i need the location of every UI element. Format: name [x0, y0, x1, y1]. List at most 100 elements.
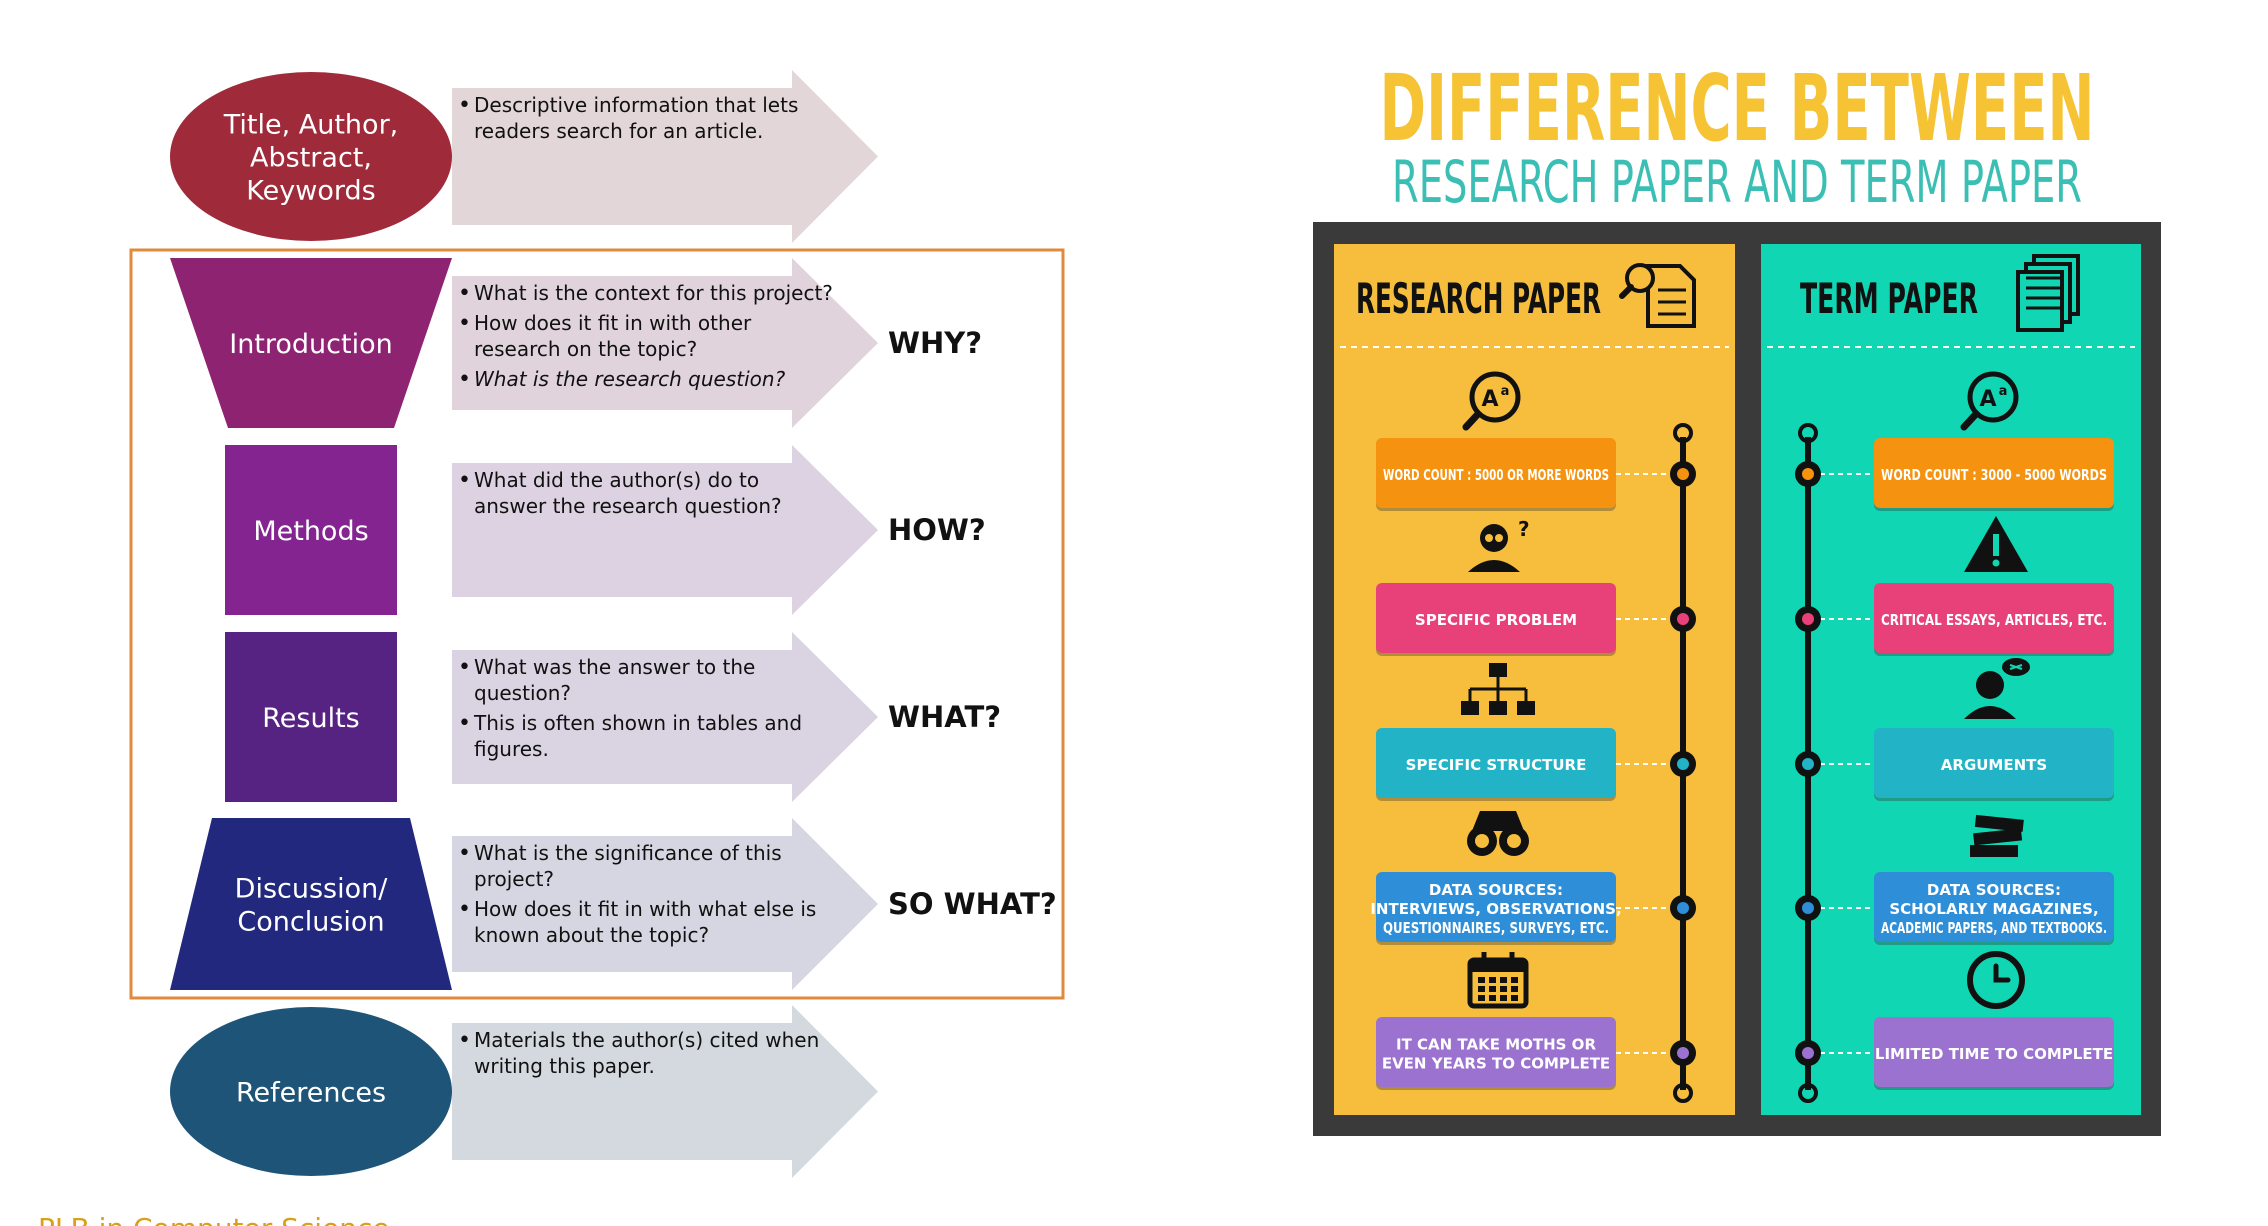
comparison-item: SPECIFIC STRUCTURE — [1376, 663, 1696, 801]
section-shape-label: Results — [262, 703, 360, 734]
item-label: CRITICAL ESSAYS, ARTICLES, ETC. — [1881, 611, 2107, 629]
item-label: IT CAN TAKE MOTHS OR — [1396, 1036, 1596, 1054]
bullet-text: figures. — [474, 737, 549, 761]
item-pill — [1376, 728, 1616, 798]
section-shape — [225, 632, 397, 802]
section-discussion: Discussion/Conclusion•What is the signif… — [170, 818, 1057, 990]
bullet-text: Materials the author(s) cited when — [474, 1028, 819, 1052]
bullet-text: How does it fit in with what else is — [474, 897, 816, 921]
bullet-text: What was the answer to the — [474, 655, 755, 679]
comparison-infographic: DIFFERENCE BETWEEN RESEARCH PAPER AND TE… — [1313, 55, 2161, 1136]
section-shape-label: References — [236, 1078, 386, 1109]
item-label: SPECIFIC PROBLEM — [1415, 611, 1577, 629]
bullet-text: What is the research question? — [474, 367, 786, 391]
timeline-node-dot — [1677, 1047, 1689, 1059]
bullet-marker: • — [458, 367, 471, 392]
column-background — [1334, 244, 1735, 1115]
warning-icon — [1964, 516, 2028, 572]
timeline-node-dot — [1802, 468, 1814, 480]
section-shape-label: Keywords — [246, 176, 375, 207]
section-shape-label: Introduction — [229, 329, 393, 360]
timeline-node-dot — [1677, 613, 1689, 625]
item-label: ARGUMENTS — [1941, 756, 2047, 774]
item-pill — [1874, 583, 2114, 653]
bullet-text: known about the topic? — [474, 923, 709, 947]
bullet-text: What did the author(s) do to — [474, 468, 759, 492]
calendar-icon — [1467, 952, 1529, 1009]
section-arrow — [452, 1005, 878, 1178]
section-arrow — [452, 632, 878, 802]
timeline-node-dot — [1802, 1047, 1814, 1059]
column-heading: RESEARCH PAPER — [1356, 274, 1601, 323]
bullet-text: Descriptive information that lets — [474, 93, 798, 117]
section-shape — [170, 818, 452, 990]
bullet-text: What is the significance of this — [474, 841, 782, 865]
item-pill — [1376, 438, 1616, 508]
bullet-marker: • — [458, 897, 471, 922]
bullet-marker: • — [458, 93, 471, 118]
column-heading: TERM PAPER — [1800, 274, 1978, 323]
item-label: QUESTIONNAIRES, SURVEYS, ETC. — [1383, 919, 1609, 937]
svg-text:A: A — [1979, 387, 1996, 412]
bullet-marker: • — [458, 1028, 471, 1053]
comparison-item: DATA SOURCES:INTERVIEWS, OBSERVATIONS,QU… — [1370, 811, 1696, 945]
timeline-node-dot — [1677, 902, 1689, 914]
comparison-item: DATA SOURCES:SCHOLARLY MAGAZINES,ACADEMI… — [1795, 814, 2114, 945]
comparison-item: CRITICAL ESSAYS, ARTICLES, ETC. — [1795, 516, 2114, 656]
svg-text:a: a — [1501, 384, 1510, 399]
timeline-end-node — [1673, 1083, 1693, 1103]
svg-text:a: a — [1999, 384, 2008, 399]
section-question: HOW? — [888, 513, 986, 547]
bullet-text: research on the topic? — [474, 337, 697, 361]
section-arrow — [452, 70, 878, 243]
timeline-node-dot — [1802, 758, 1814, 770]
timeline-start-node — [1673, 423, 1693, 443]
section-shape-label: Discussion/ — [235, 874, 389, 905]
column-background — [1761, 244, 2141, 1115]
item-label: ACADEMIC PAPERS, AND TEXTBOOKS. — [1881, 919, 2107, 937]
section-arrow — [452, 818, 878, 990]
section-question: WHY? — [888, 326, 982, 360]
section-title: Title, Author,Abstract,Keywords•Descript… — [170, 70, 878, 243]
bullet-marker: • — [458, 711, 471, 736]
item-label: EVEN YEARS TO COMPLETE — [1382, 1055, 1610, 1073]
timeline-node-dot — [1677, 468, 1689, 480]
bullet-marker: • — [458, 655, 471, 680]
bullet-marker: • — [458, 311, 471, 336]
timeline-node-dot — [1802, 613, 1814, 625]
bullet-text: writing this paper. — [474, 1054, 655, 1078]
bullet-text: question? — [474, 681, 571, 705]
paper-structure-diagram: Title, Author,Abstract,Keywords•Descript… — [38, 70, 1065, 1226]
section-shape-label: Abstract, — [250, 143, 372, 174]
section-results: Results•What was the answer to thequesti… — [225, 632, 1001, 802]
bullet-text: This is often shown in tables and — [473, 711, 802, 735]
item-pill — [1376, 583, 1616, 653]
section-references: References •Materials the author(s) cited… — [170, 1005, 878, 1178]
bullet-text: answer the research question? — [474, 494, 782, 518]
bullet-text: How does it fit in with other — [474, 311, 752, 335]
bullet-text: readers search for an article. — [474, 119, 763, 143]
footer-text: PLB in Computer Science — [38, 1212, 390, 1226]
magnifier-document-icon — [1619, 263, 1696, 328]
item-label: SPECIFIC STRUCTURE — [1406, 756, 1587, 774]
bullet-marker: • — [458, 841, 471, 866]
section-shape — [170, 1007, 452, 1176]
item-pill — [1376, 1017, 1616, 1087]
bullet-text: What is the context for this project? — [474, 281, 833, 305]
infographic-title: DIFFERENCE BETWEEN — [1380, 55, 2095, 162]
books-icon — [1970, 814, 2024, 857]
comparison-item: LIMITED TIME TO COMPLETE — [1795, 951, 2114, 1090]
svg-text:?: ? — [1518, 517, 1530, 541]
item-pill — [1874, 872, 2114, 942]
comparison-item: ? SPECIFIC PROBLEM — [1376, 517, 1696, 656]
section-methods: Methods•What did the author(s) do toansw… — [225, 445, 986, 615]
item-label: WORD COUNT : 3000 - 5000 WORDS — [1881, 466, 2107, 484]
